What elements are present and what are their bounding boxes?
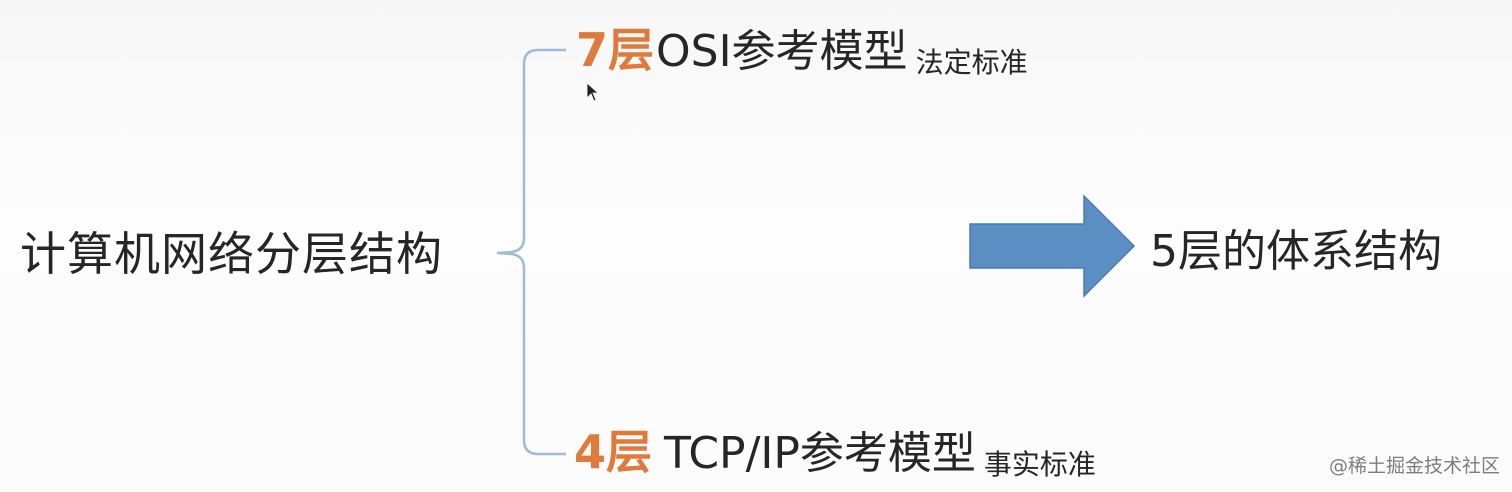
mouse-pointer-icon xyxy=(586,82,600,102)
tcpip-layer-count: 4层 xyxy=(574,425,653,479)
right-arrow-icon xyxy=(969,194,1136,298)
tcpip-standard-note: 事实标准 xyxy=(983,448,1096,481)
result-architecture: 5层的体系结构 xyxy=(1150,226,1442,277)
osi-model-name: OSI参考模型 xyxy=(656,26,908,77)
branch-osi-model: 7层OSI参考模型法定标准 xyxy=(576,22,1028,89)
tcpip-model-name: TCP/IP参考模型 xyxy=(664,428,976,479)
main-topic: 计算机网络分层结构 xyxy=(20,227,443,281)
osi-standard-note: 法定标准 xyxy=(915,46,1028,79)
watermark: @稀土掘金技术社区 xyxy=(1328,455,1500,477)
osi-layer-count: 7层 xyxy=(576,23,655,77)
